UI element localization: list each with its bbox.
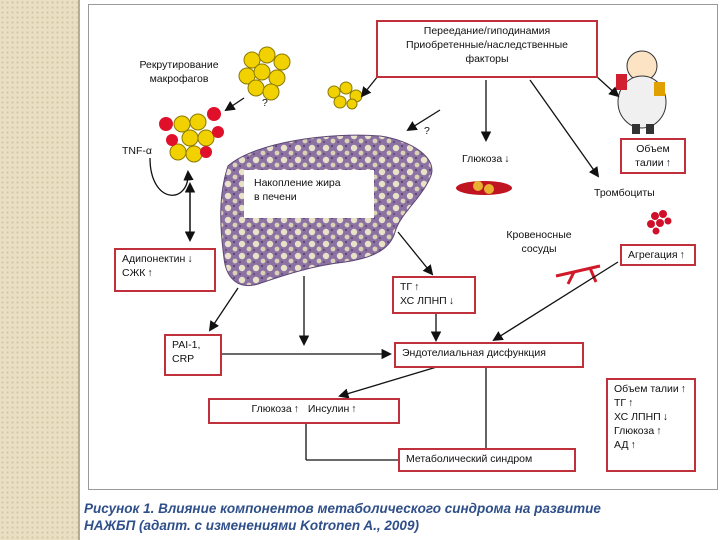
decorative-side-strip [0, 0, 78, 540]
macrophage-adipocyte-cluster [159, 107, 224, 163]
pai-line-2: CRP [172, 353, 195, 365]
overeating-line-2: Приобретенные/наследственные [406, 39, 568, 51]
caption-line-2: НАЖБП (адапт. с изменениями Kotronen A.,… [84, 518, 419, 533]
waist-box: Объем талии [620, 138, 686, 174]
adiponectin-box: Адипонектин СЖК [114, 248, 216, 292]
adipocyte-cluster-large [238, 46, 291, 101]
endothelial-text: Эндотелиальная дисфункция [402, 347, 546, 359]
ffa-text: СЖК [122, 266, 208, 280]
tg-box: ТГ ХС ЛПНП [392, 276, 476, 314]
question-mark-1: ? [262, 97, 268, 109]
aggregation-text: Агрегация [628, 249, 685, 261]
tnf-label: TNF-α [122, 145, 152, 157]
criteria-bp: АД [614, 438, 688, 452]
criteria-waist: Объем талии [614, 382, 688, 396]
adiponectin-text: Адипонектин [122, 252, 208, 266]
fat-line-1: Накопление жира [254, 177, 341, 189]
recruitment-line-1: Рекрутирование [139, 59, 219, 71]
tg-text: ТГ [400, 280, 468, 294]
endothelial-box: Эндотелиальная дисфункция [394, 342, 584, 368]
figure-caption: Рисунок 1. Влияние компонентов метаболич… [84, 500, 720, 534]
red-blood-cells [456, 181, 512, 195]
criteria-tg: ТГ [614, 396, 688, 410]
glucose-text: Глюкоза [251, 403, 298, 415]
criteria-box: Объем талии ТГ ХС ЛПНП Глюкоза АД [606, 378, 696, 472]
overeating-line-3: факторы [465, 53, 509, 65]
vessels-label: Кровеносные сосуды [496, 228, 582, 256]
waist-line-2: талии [628, 156, 678, 170]
question-mark-2: ? [424, 125, 430, 137]
vessels-line-2: сосуды [521, 243, 557, 255]
vessels-line-1: Кровеносные [506, 229, 572, 241]
glucose-down-label: Глюкоза [462, 152, 509, 166]
metabolic-syndrome-box: Метаболический синдром [398, 448, 576, 472]
blood-vessel [555, 264, 601, 285]
fat-accumulation-label: Накопление жира в печени [244, 170, 374, 218]
recruitment-line-2: макрофагов [149, 73, 209, 85]
waist-line-1: Объем [636, 143, 670, 155]
overeating-line-1: Переедание/гиподинамия [423, 25, 551, 37]
criteria-glucose: Глюкоза [614, 424, 688, 438]
strip-divider [78, 0, 80, 540]
adipocyte-cluster-small [327, 81, 363, 110]
pai-line-1: PAI-1, [172, 339, 201, 351]
platelets-label: Тромбоциты [594, 187, 655, 199]
glucose-insulin-box: Глюкоза Инсулин [208, 398, 400, 424]
person-illustration [616, 50, 667, 134]
caption-line-1: Рисунок 1. Влияние компонентов метаболич… [84, 501, 601, 516]
platelet-cluster [647, 210, 672, 235]
hdl-text: ХС ЛПНП [400, 294, 468, 308]
insulin-text: Инсулин [308, 403, 357, 415]
metabolic-text: Метаболический синдром [406, 453, 533, 465]
overeating-factors-box: Переедание/гиподинамия Приобретенные/нас… [376, 20, 598, 78]
pai-crp-box: PAI-1, CRP [164, 334, 222, 376]
macrophage-recruitment-label: Рекрутирование макрофагов [124, 58, 234, 86]
aggregation-box: Агрегация [620, 244, 696, 266]
criteria-hdl: ХС ЛПНП [614, 410, 688, 424]
fat-line-2: в печени [254, 191, 297, 203]
